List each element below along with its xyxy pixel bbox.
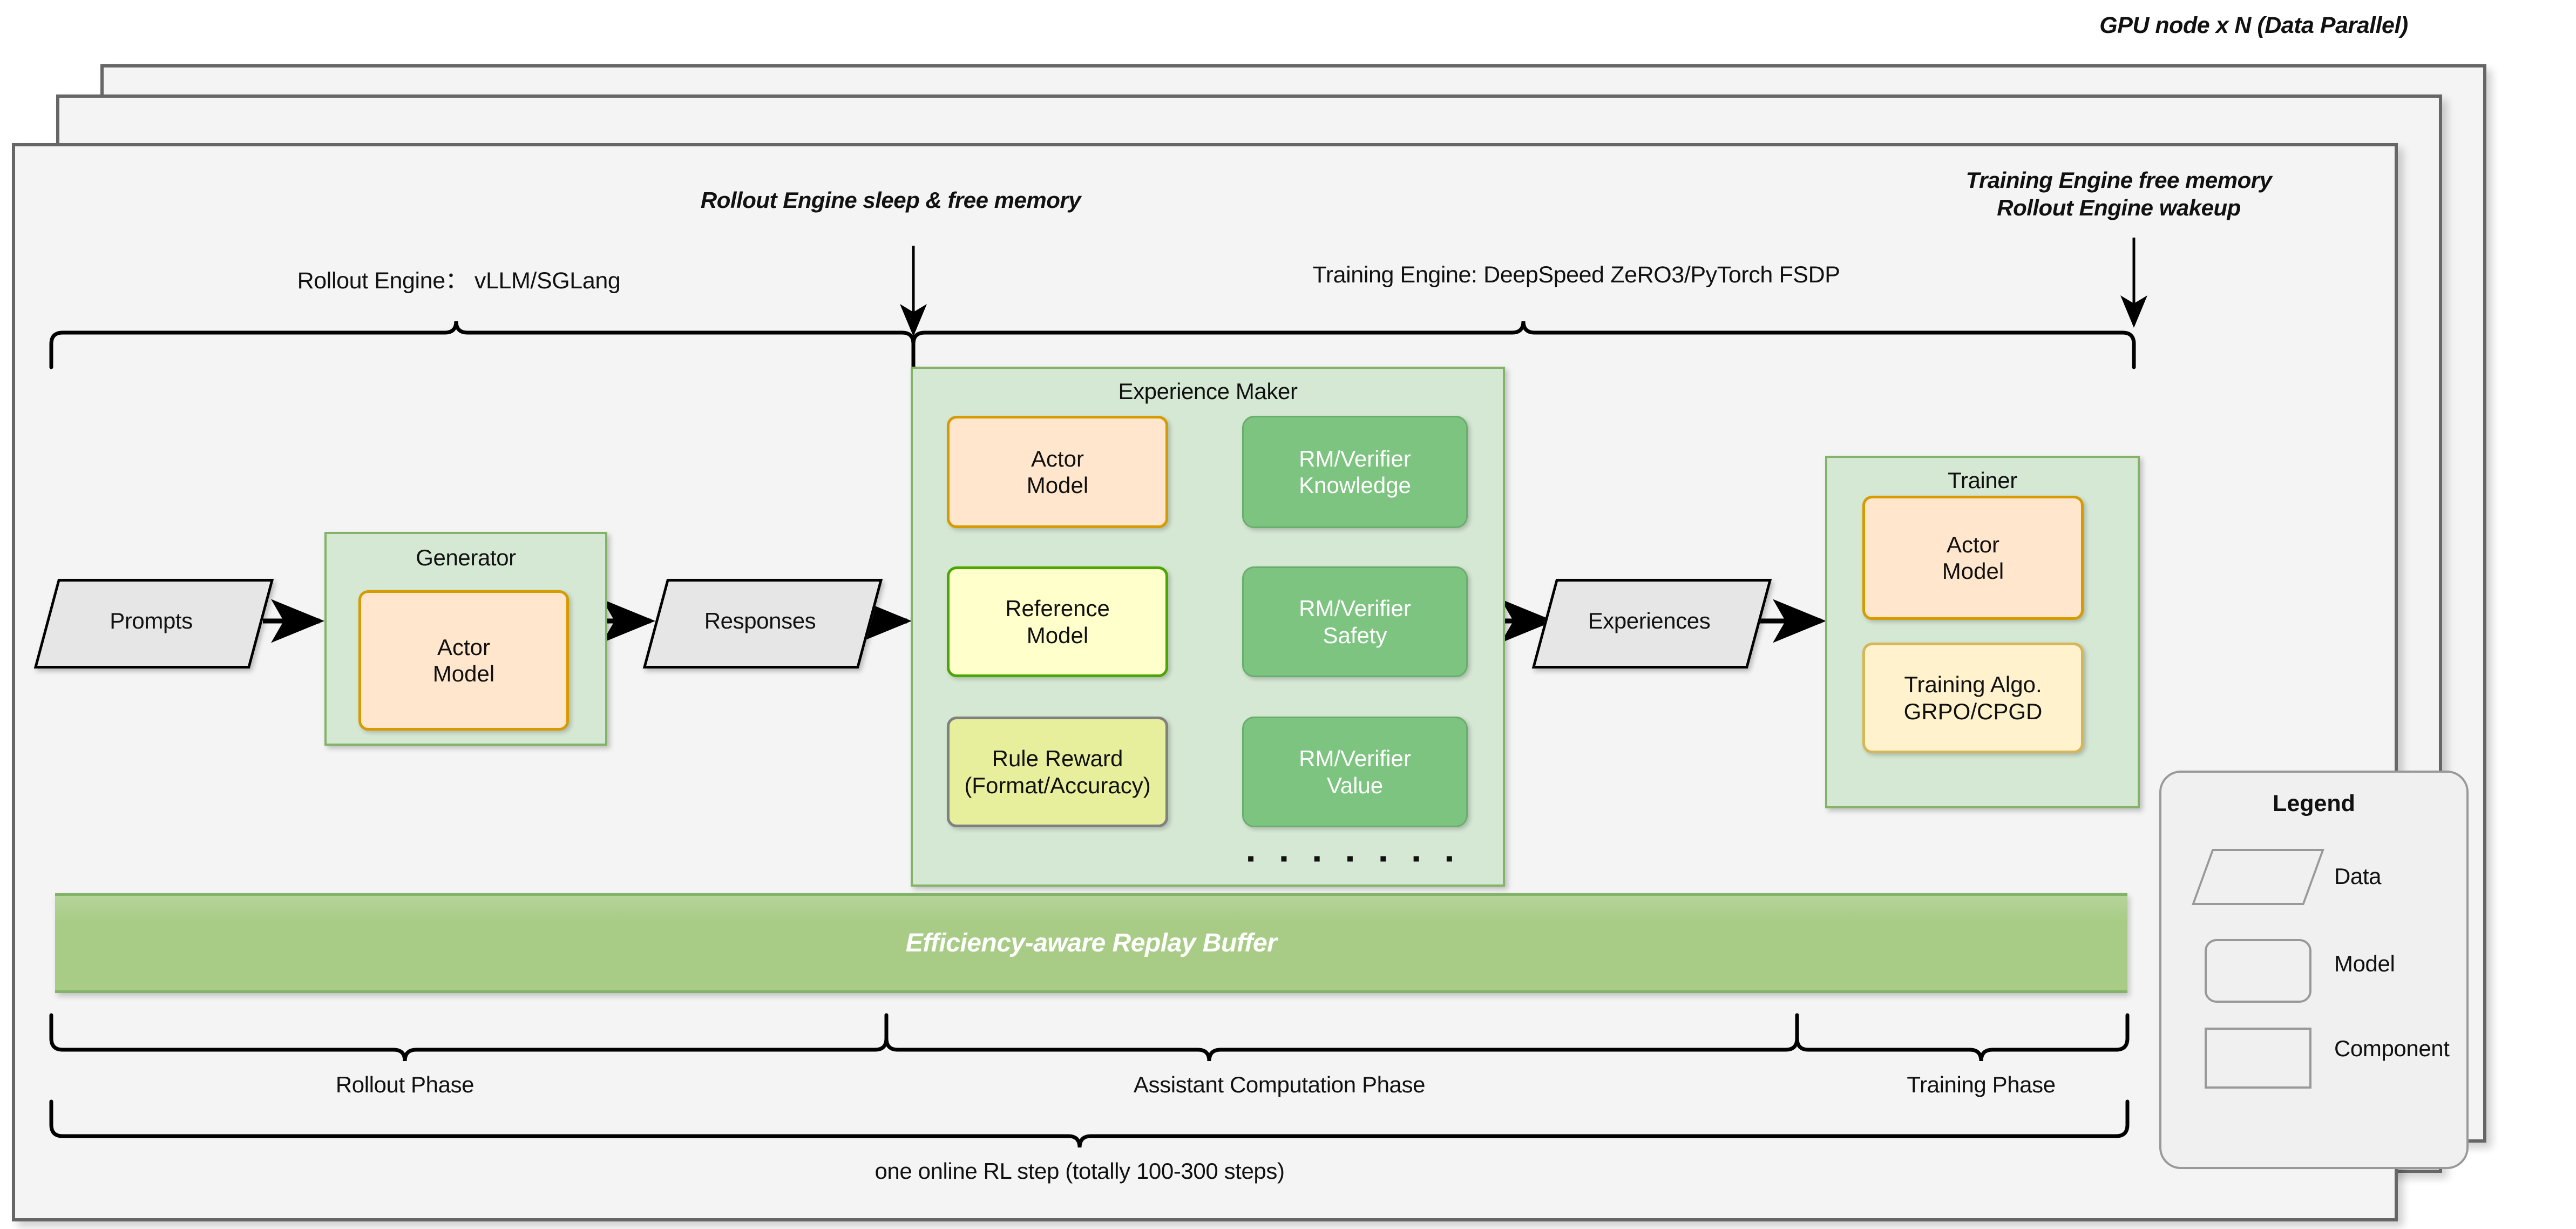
annotation-rollout-sleep: Rollout Engine sleep & free memory bbox=[700, 187, 1081, 213]
legend-title: Legend bbox=[2273, 791, 2355, 816]
component-generator-title: Generator bbox=[416, 545, 516, 570]
label-rollout-engine: Rollout Engine： vLLM/SGLang bbox=[297, 268, 621, 294]
model-trainer-actor-line1: Actor bbox=[1946, 531, 2000, 557]
model-generator-actor-line1: Actor bbox=[437, 634, 491, 660]
data-node-experiences-label: Experiences bbox=[1588, 608, 1711, 633]
model-trainer-actor: Actor Model bbox=[1862, 496, 2084, 620]
legend-item-data: Data bbox=[2161, 836, 2466, 923]
legend-item-data-label: Data bbox=[2334, 863, 2382, 889]
rm-knowledge-line2: Knowledge bbox=[1299, 472, 1411, 498]
model-rule-reward-line1: Rule Reward bbox=[992, 746, 1123, 772]
component-trainer-title: Trainer bbox=[1948, 468, 2017, 493]
data-node-responses-label: Responses bbox=[704, 608, 816, 633]
model-training-algo-line2: GRPO/CPGD bbox=[1903, 698, 2043, 724]
annotation-rollout-wakeup-line2: Rollout Engine wakeup bbox=[1997, 195, 2241, 221]
legend-panel: Legend Data Model Component bbox=[2159, 771, 2469, 1169]
model-reference-line1: Reference bbox=[1005, 596, 1110, 622]
model-rule-reward-line2: (Format/Accuracy) bbox=[964, 772, 1151, 798]
model-generator-actor-line2: Model bbox=[432, 661, 495, 686]
model-training-algo: Training Algo. GRPO/CPGD bbox=[1862, 643, 2084, 753]
rm-safety-line2: Safety bbox=[1323, 622, 1387, 648]
data-node-prompts-label: Prompts bbox=[110, 608, 193, 633]
legend-item-model: Model bbox=[2161, 924, 2466, 1010]
phase-label-training: Training Phase bbox=[1907, 1072, 2056, 1097]
model-rm-verifier-value: RM/Verifier Value bbox=[1242, 717, 1468, 827]
legend-item-component: Component bbox=[2161, 1009, 2466, 1095]
data-node-responses: Responses bbox=[642, 579, 883, 668]
data-node-experiences: Experiences bbox=[1531, 579, 1772, 668]
rm-safety-line1: RM/Verifier bbox=[1299, 596, 1411, 622]
legend-item-component-label: Component bbox=[2334, 1036, 2450, 1061]
rm-knowledge-line1: RM/Verifier bbox=[1299, 445, 1411, 471]
model-generator-actor: Actor Model bbox=[358, 590, 569, 731]
component-experience-maker-title: Experience Maker bbox=[1118, 379, 1298, 404]
legend-item-model-label: Model bbox=[2334, 951, 2395, 976]
replay-buffer-bar: Efficiency-aware Replay Buffer bbox=[55, 893, 2127, 993]
rm-value-line1: RM/Verifier bbox=[1299, 746, 1411, 772]
model-reference-line2: Model bbox=[1026, 622, 1089, 648]
annotation-training-free-memory: Training Engine free memory Rollout Engi… bbox=[1781, 166, 2456, 221]
ellipsis-more-verifiers: ▪ ▪ ▪ ▪ ▪ ▪ ▪ bbox=[1247, 847, 1463, 870]
annotation-training-free-line1: Training Engine free memory bbox=[1965, 167, 2272, 193]
model-training-algo-line1: Training Algo. bbox=[1904, 672, 2042, 698]
phase-label-assistant-computation: Assistant Computation Phase bbox=[1133, 1072, 1426, 1097]
model-rm-verifier-knowledge: RM/Verifier Knowledge bbox=[1242, 416, 1468, 528]
phase-label-online-rl-step: one online RL step (totally 100-300 step… bbox=[875, 1158, 1285, 1184]
model-trainer-actor-line2: Model bbox=[1942, 558, 2004, 584]
parallelogram-icon bbox=[2192, 849, 2324, 905]
label-training-engine: Training Engine: DeepSpeed ZeRO3/PyTorch… bbox=[1312, 262, 1840, 288]
replay-buffer-label: Efficiency-aware Replay Buffer bbox=[905, 929, 1277, 957]
rect-icon bbox=[2205, 1028, 2311, 1089]
rm-value-line2: Value bbox=[1326, 772, 1384, 798]
data-node-prompts: Prompts bbox=[33, 579, 274, 668]
rounded-rect-icon bbox=[2205, 939, 2311, 1003]
model-em-actor-line1: Actor bbox=[1031, 445, 1084, 471]
model-reference: Reference Model bbox=[947, 566, 1168, 677]
gpu-node-title: GPU node x N (Data Parallel) bbox=[2099, 12, 2408, 38]
model-em-actor-line2: Model bbox=[1026, 472, 1089, 498]
model-rule-reward: Rule Reward (Format/Accuracy) bbox=[947, 717, 1168, 827]
model-experience-maker-actor: Actor Model bbox=[947, 416, 1168, 528]
model-rm-verifier-safety: RM/Verifier Safety bbox=[1242, 566, 1468, 677]
phase-label-rollout: Rollout Phase bbox=[335, 1072, 474, 1097]
